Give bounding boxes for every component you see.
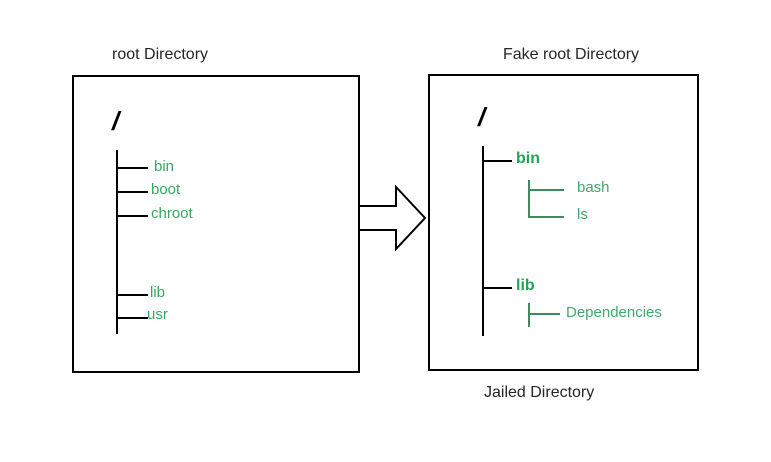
lib-subtree-line-dependencies (528, 313, 560, 315)
right-branch-line-lib (482, 287, 512, 289)
left-branch-line-usr (116, 317, 148, 319)
left-branch-line-chroot (116, 215, 148, 217)
bin-subtree-line-bash (528, 189, 564, 191)
right-branch-line-bin (482, 160, 512, 162)
right-tree-trunk (482, 146, 484, 336)
left-node-boot: boot (151, 181, 181, 198)
right-node-lib: lib (516, 277, 535, 294)
root-directory-box (72, 75, 360, 373)
jailed-directory-caption: Jailed Directory (484, 384, 595, 401)
left-panel-title: root Directory (112, 46, 209, 63)
bin-subtree-trunk (528, 180, 530, 217)
left-branch-line-lib (116, 294, 148, 296)
left-node-usr: usr (147, 306, 168, 323)
bin-subtree-line-ls (528, 216, 564, 218)
fake-root-directory-box (428, 74, 699, 371)
left-tree-trunk (116, 150, 118, 334)
right-node-ls: ls (577, 206, 588, 223)
left-node-bin: bin (154, 158, 175, 175)
right-root-slash: / (478, 102, 486, 132)
left-root-slash: / (112, 106, 120, 136)
right-node-bin: bin (516, 150, 540, 167)
left-node-chroot: chroot (151, 205, 193, 222)
left-branch-line-bin (116, 167, 148, 169)
right-node-dependencies: Dependencies (566, 304, 662, 321)
right-panel-title: Fake root Directory (503, 46, 640, 63)
transform-arrow-icon (356, 185, 428, 251)
left-branch-line-boot (116, 191, 148, 193)
right-node-bash: bash (577, 179, 610, 196)
left-node-lib: lib (150, 284, 166, 301)
lib-subtree-trunk (528, 303, 530, 327)
